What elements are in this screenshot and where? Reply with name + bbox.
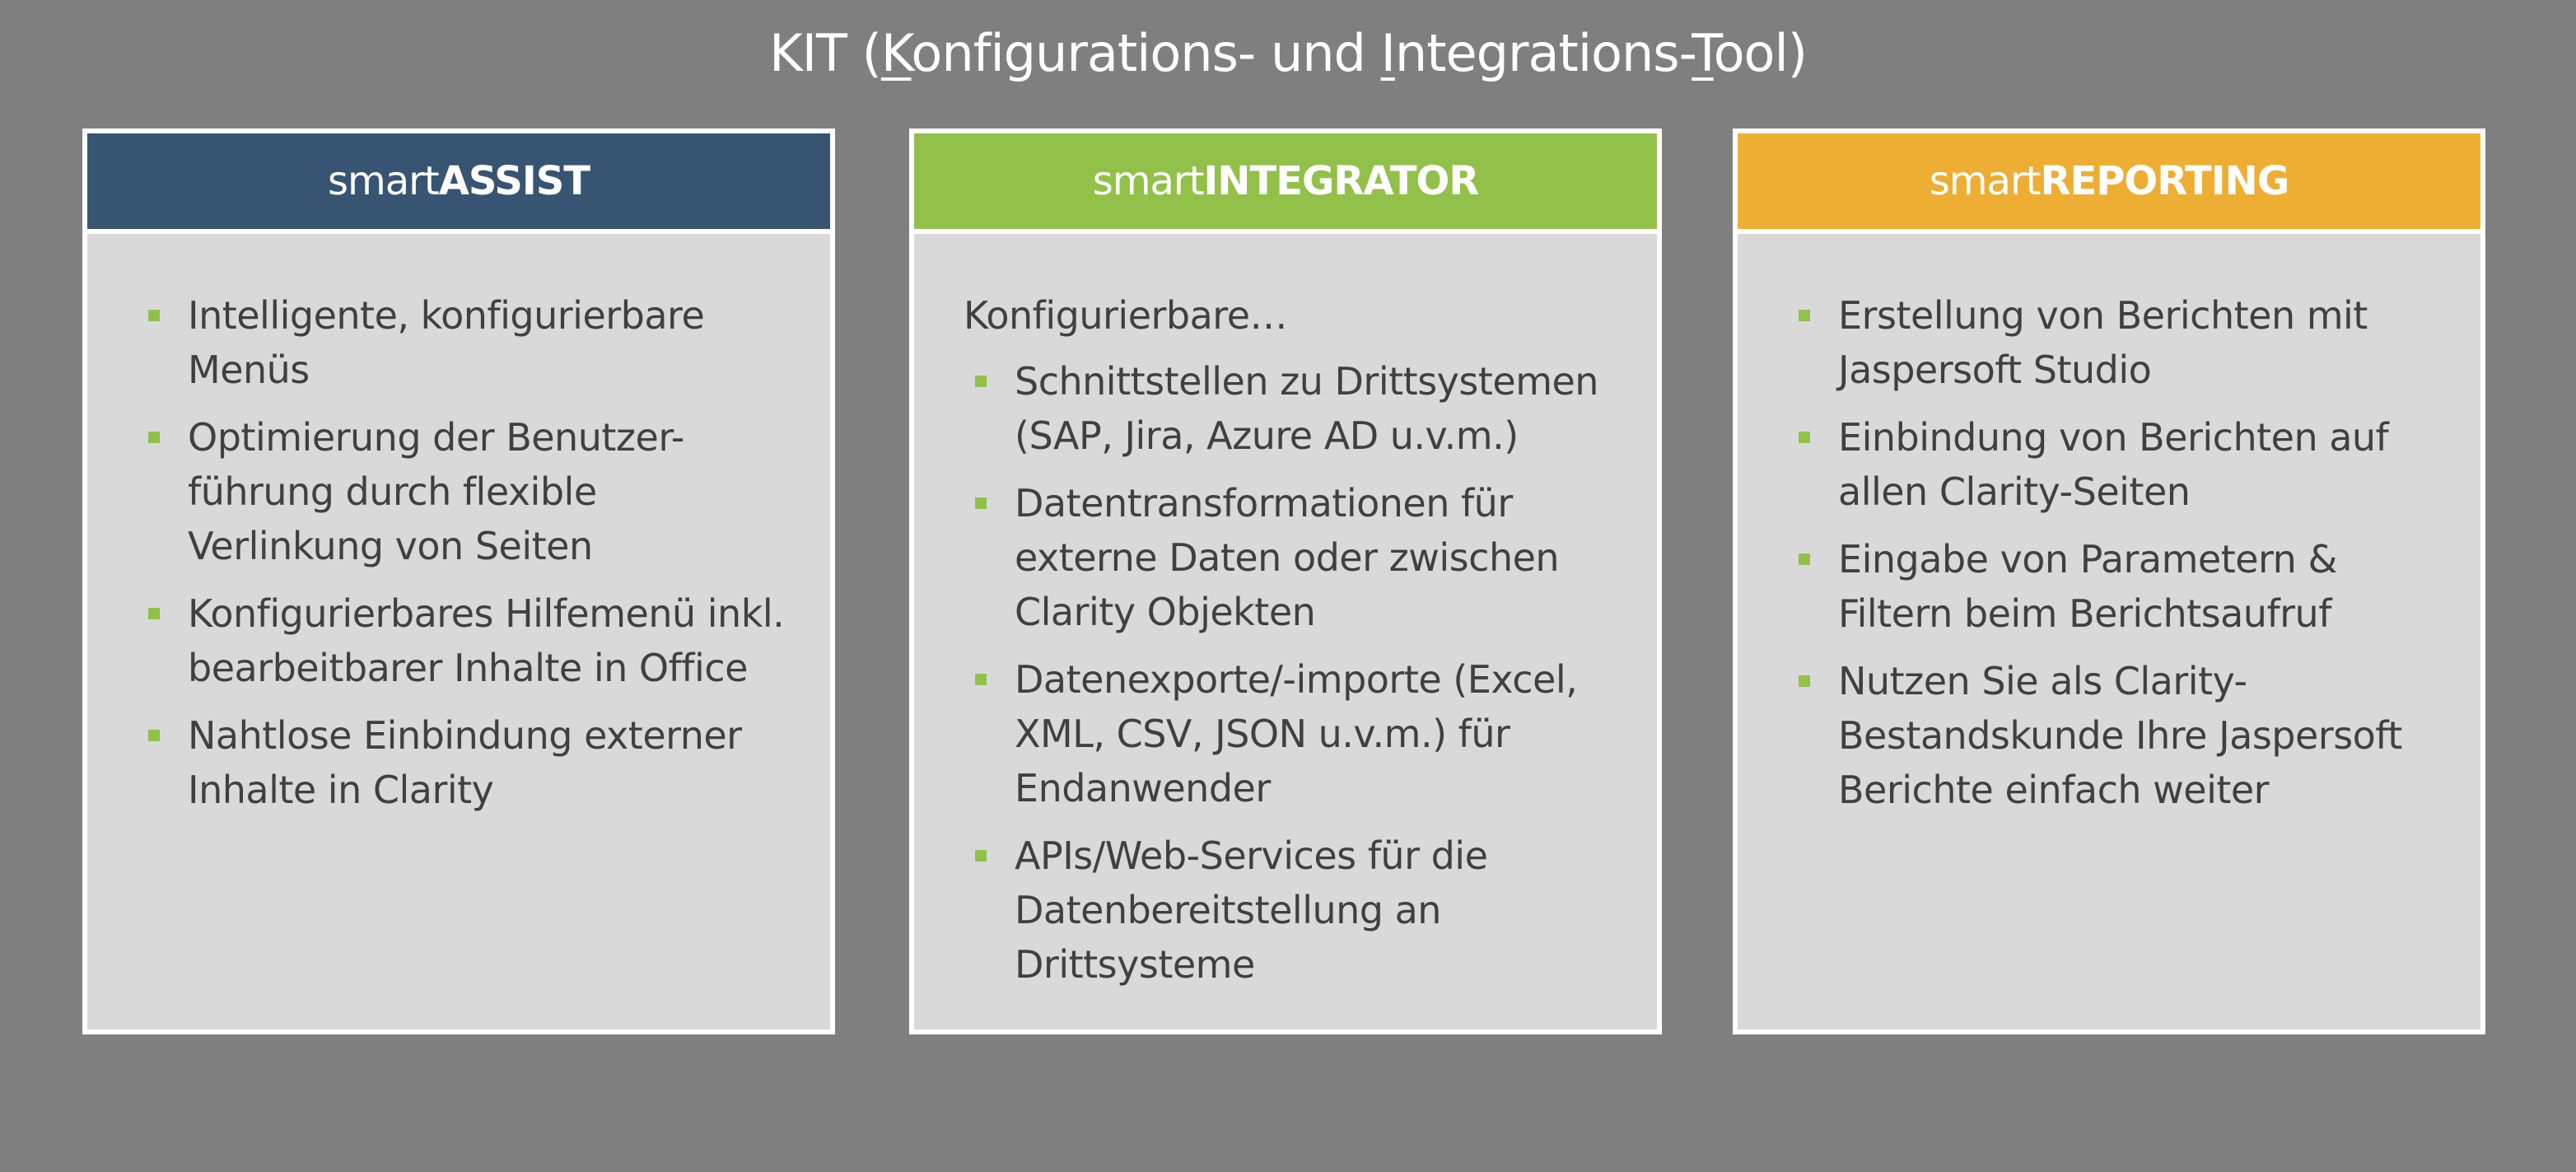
item-text: Schnittstellen zu Drittsystemen (SAP, Ji… — [1015, 359, 1598, 458]
square-bullet-icon — [148, 432, 160, 443]
header-name: REPORTING — [2040, 158, 2290, 204]
item-text: Erstellung von Berichten mit Jaspersoft … — [1838, 293, 2368, 392]
title-underlined-letter: T — [1692, 23, 1714, 83]
square-bullet-icon — [1799, 310, 1810, 321]
title-underlined-letter: I — [1380, 23, 1396, 83]
list-item: Datentransformationen für externe Daten … — [964, 476, 1624, 639]
square-bullet-icon — [1799, 553, 1810, 565]
card-body: Erstellung von Berichten mit Jaspersoft … — [1738, 234, 2480, 1030]
square-bullet-icon — [1799, 675, 1810, 687]
list-item: Optimierung der Benutzer-führung durch f… — [137, 410, 797, 573]
square-bullet-icon — [975, 674, 987, 685]
header-name: INTEGRATOR — [1203, 158, 1479, 204]
list-item: Einbindung von Berichten auf allen Clari… — [1787, 410, 2448, 519]
square-bullet-icon — [148, 310, 160, 321]
item-text: Datenexporte/-importe (Excel, XML, CSV, … — [1015, 657, 1578, 810]
item-text: Nutzen Sie als Clarity-Bestandskunde Ihr… — [1838, 659, 2402, 812]
square-bullet-icon — [975, 376, 987, 387]
square-bullet-icon — [975, 497, 987, 509]
header-name: ASSIST — [438, 158, 590, 204]
list-item: Nahtlose Einbindung externer Inhalte in … — [137, 708, 797, 817]
item-text: Einbindung von Berichten auf allen Clari… — [1838, 415, 2389, 514]
header-prefix: smart — [327, 158, 440, 204]
list-item: Schnittstellen zu Drittsystemen (SAP, Ji… — [964, 354, 1624, 463]
square-bullet-icon — [148, 608, 160, 619]
square-bullet-icon — [975, 850, 987, 861]
header-prefix: smart — [1092, 158, 1205, 204]
title-text: onfigurations- und — [911, 23, 1381, 83]
item-text: Datentransformationen für externe Daten … — [1015, 481, 1560, 634]
feature-list: Schnittstellen zu Drittsystemen (SAP, Ji… — [964, 354, 1624, 992]
card-body: Intelligente, konfigurierbare Menüs Opti… — [87, 234, 830, 1030]
list-item: Intelligente, konfigurierbare Menüs — [137, 288, 797, 397]
item-text: Konfigurierbares Hilfemenü inkl. bearbei… — [188, 591, 785, 690]
page-title: KIT (Konfigurations- und Integrations-To… — [0, 23, 2576, 83]
square-bullet-icon — [1799, 432, 1810, 443]
item-text: Intelligente, konfigurierbare Menüs — [188, 293, 705, 392]
list-item: Eingabe von Parametern & Filtern beim Be… — [1787, 532, 2448, 641]
item-text: Optimierung der Benutzer-führung durch f… — [188, 415, 684, 568]
square-bullet-icon — [148, 730, 160, 741]
header-prefix: smart — [1929, 158, 2042, 204]
title-text: ntegrations- — [1394, 23, 1692, 83]
feature-list: Erstellung von Berichten mit Jaspersoft … — [1787, 288, 2448, 817]
card-body: Konfigurierbare… Schnittstellen zu Dritt… — [914, 234, 1657, 1030]
feature-list: Intelligente, konfigurierbare Menüs Opti… — [137, 288, 797, 817]
list-item: APIs/Web-Services für die Datenbereitste… — [964, 829, 1624, 992]
item-text: Eingabe von Parametern & Filtern beim Be… — [1838, 537, 2337, 636]
item-text: APIs/Web-Services für die Datenbereitste… — [1015, 833, 1488, 987]
title-text: KIT ( — [769, 23, 882, 83]
intro-text: Konfigurierbare… — [964, 293, 1288, 338]
list-item: Nutzen Sie als Clarity-Bestandskunde Ihr… — [1787, 654, 2448, 817]
list-item: Konfigurierbares Hilfemenü inkl. bearbei… — [137, 586, 797, 695]
title-text: ool) — [1713, 23, 1808, 83]
title-underlined-letter: K — [880, 23, 912, 83]
item-text: Nahtlose Einbindung externer Inhalte in … — [188, 713, 742, 812]
list-item: Erstellung von Berichten mit Jaspersoft … — [1787, 288, 2448, 397]
list-item: Datenexporte/-importe (Excel, XML, CSV, … — [964, 652, 1624, 815]
